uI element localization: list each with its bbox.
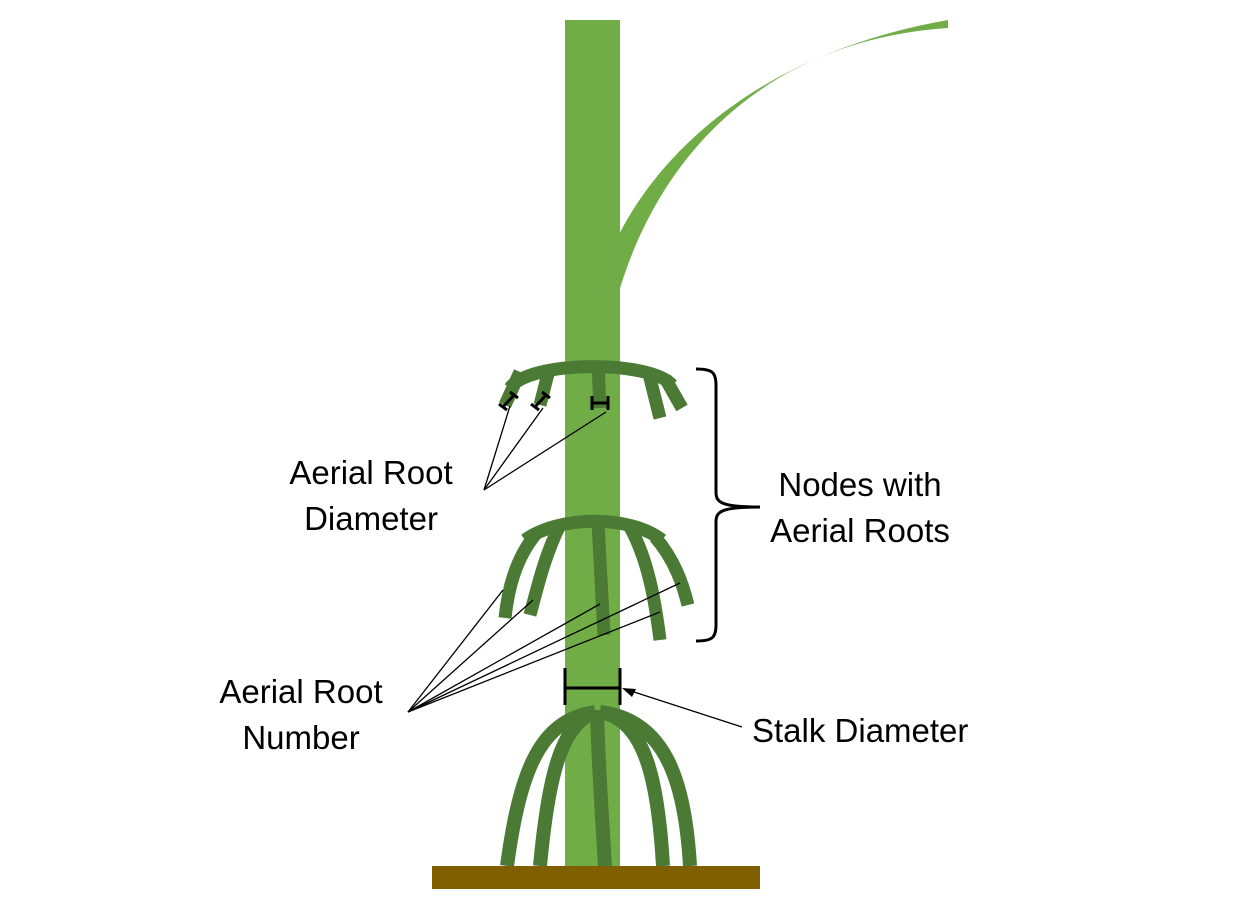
aerial-root-number-line1: Aerial Root bbox=[219, 673, 383, 710]
middle-root-3 bbox=[591, 521, 611, 636]
bottom-node-roots bbox=[500, 705, 697, 867]
root-diameter-marker-3 bbox=[590, 396, 610, 410]
soil-bar bbox=[432, 866, 760, 889]
middle-node-roots bbox=[498, 514, 695, 641]
aerial-root-diameter-line2: Diameter bbox=[304, 500, 438, 537]
root-diameter-marker-2 bbox=[530, 390, 551, 412]
leader-root-number-4 bbox=[407, 611, 661, 713]
stalk-diameter-arrowhead bbox=[622, 688, 636, 697]
leader-root-number-3 bbox=[407, 603, 601, 713]
leader-root-number-1 bbox=[407, 589, 504, 713]
aerial-root-number-line2: Number bbox=[242, 719, 360, 756]
nodes-with-aerial-roots-line1: Nodes with bbox=[778, 466, 942, 503]
stalk-diameter-marker bbox=[563, 668, 622, 705]
nodes-with-aerial-roots-line2: Aerial Roots bbox=[770, 512, 950, 549]
top-node-roots bbox=[499, 360, 688, 420]
middle-root-4 bbox=[624, 523, 667, 641]
middle-root-2 bbox=[523, 522, 566, 617]
top-root-5 bbox=[659, 374, 688, 412]
aerial-root-number-label: Aerial Root Number bbox=[206, 669, 396, 761]
bottom-root-3 bbox=[590, 709, 612, 867]
middle-root-1 bbox=[498, 530, 541, 619]
top-root-4 bbox=[641, 368, 667, 420]
root-diameter-marker-1 bbox=[498, 390, 519, 412]
aerial-root-diameter-label: Aerial Root Diameter bbox=[276, 450, 466, 542]
leader-lines bbox=[407, 405, 743, 728]
nodes-bracket bbox=[695, 367, 761, 643]
leader-root-diameter-3 bbox=[483, 411, 607, 491]
root-diameter-markers bbox=[498, 390, 610, 412]
nodes-with-aerial-roots-label: Nodes with Aerial Roots bbox=[760, 462, 960, 554]
middle-root-arc bbox=[521, 514, 666, 546]
leader-root-diameter-2 bbox=[483, 407, 544, 491]
leaf bbox=[590, 20, 948, 320]
middle-root-5 bbox=[649, 532, 695, 607]
leader-root-diameter-1 bbox=[483, 405, 511, 491]
stalk-diameter-label: Stalk Diameter bbox=[752, 712, 969, 749]
leader-root-number-5 bbox=[407, 582, 681, 713]
bottom-root-5 bbox=[598, 705, 697, 867]
bottom-root-2 bbox=[533, 705, 598, 867]
aerial-root-diameter-line1: Aerial Root bbox=[289, 454, 453, 491]
leader-root-number-2 bbox=[407, 599, 534, 713]
leader-stalk-diameter bbox=[627, 689, 743, 728]
top-root-1 bbox=[499, 369, 526, 408]
top-root-3 bbox=[591, 364, 607, 409]
